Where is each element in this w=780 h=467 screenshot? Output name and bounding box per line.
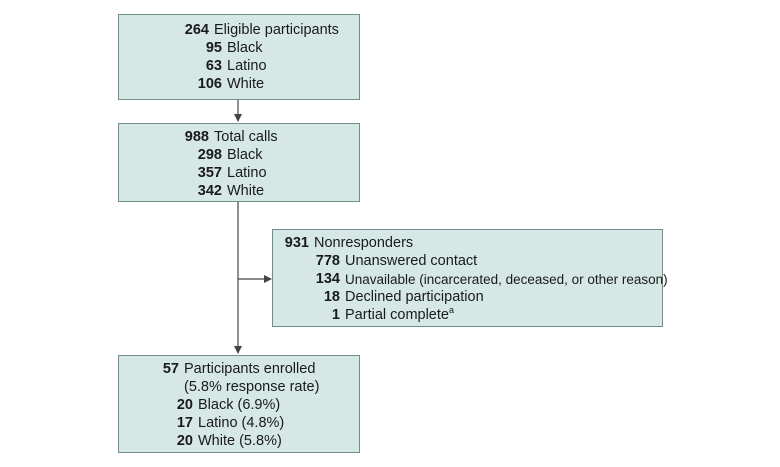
flow-row: 63 Latino (119, 57, 359, 76)
row-count: 342 (197, 183, 222, 199)
row-label: Unanswered contact (345, 253, 478, 269)
row-count: 57 (162, 361, 179, 377)
row-label: Latino (227, 165, 267, 181)
row-label-text: Partial complete (345, 307, 449, 323)
participants-enrolled-box: 57 Participants enrolled (5.8% response … (118, 355, 360, 453)
flow-row: (5.8% response rate) (119, 378, 359, 397)
total-calls-box: 988 Total calls 298 Black 357 Latino 342… (118, 123, 360, 202)
flow-row: 264 Eligible participants (119, 21, 359, 40)
row-label: Eligible participants (214, 22, 339, 38)
flow-row: 1 Partial completea (273, 306, 662, 325)
flow-row: 106 White (119, 75, 359, 94)
row-count: 18 (323, 289, 340, 305)
flow-row: 17 Latino (4.8%) (119, 414, 359, 433)
eligible-participants-box: 264 Eligible participants 95 Black 63 La… (118, 14, 360, 100)
flow-row: 778 Unanswered contact (273, 252, 662, 271)
row-label: (5.8% response rate) (184, 379, 320, 395)
row-label: Declined participation (345, 289, 484, 305)
row-count: 20 (176, 397, 193, 413)
row-count: 1 (331, 307, 340, 323)
row-label: White (227, 183, 265, 199)
row-count: 20 (176, 433, 193, 449)
row-label: Total calls (214, 129, 278, 145)
row-label: White (227, 76, 265, 92)
flow-row: 357 Latino (119, 164, 359, 183)
row-count: 298 (197, 147, 222, 163)
row-count: 778 (315, 253, 340, 269)
row-count: 264 (184, 22, 209, 38)
nonresponders-box: 931 Nonresponders 778 Unanswered contact… (272, 229, 668, 327)
row-label: Latino (227, 58, 267, 74)
row-label: Participants enrolled (184, 361, 316, 377)
row-label: White (5.8%) (198, 433, 282, 449)
row-count: 357 (197, 165, 222, 181)
row-label: Partial completea (345, 306, 454, 325)
row-count: 95 (205, 40, 222, 56)
flow-row: 988 Total calls (119, 128, 359, 147)
row-count: 106 (197, 76, 222, 92)
footnote-marker: a (448, 305, 454, 316)
row-label: Nonresponders (314, 235, 414, 251)
flow-row: 342 White (119, 182, 359, 201)
row-count: 931 (284, 235, 309, 251)
row-label: Black (227, 40, 263, 56)
row-label: Unavailable (incarcerated, deceased, or … (345, 272, 668, 287)
flow-row: 931 Nonresponders (273, 234, 662, 253)
flow-row: 18 Declined participation (273, 288, 662, 307)
flow-row: 95 Black (119, 39, 359, 58)
flow-row: 298 Black (119, 146, 359, 165)
row-count: 63 (205, 58, 222, 74)
row-count: 988 (184, 129, 209, 145)
flow-row: 134 Unavailable (incarcerated, deceased,… (273, 270, 668, 289)
flow-row: 20 White (5.8%) (119, 432, 359, 451)
row-label: Latino (4.8%) (198, 415, 285, 431)
flow-row: 57 Participants enrolled (119, 360, 359, 379)
row-label: Black (227, 147, 263, 163)
flow-row: 20 Black (6.9%) (119, 396, 359, 415)
row-count: 17 (176, 415, 193, 431)
row-label: Black (6.9%) (198, 397, 281, 413)
row-count: 134 (315, 271, 340, 287)
